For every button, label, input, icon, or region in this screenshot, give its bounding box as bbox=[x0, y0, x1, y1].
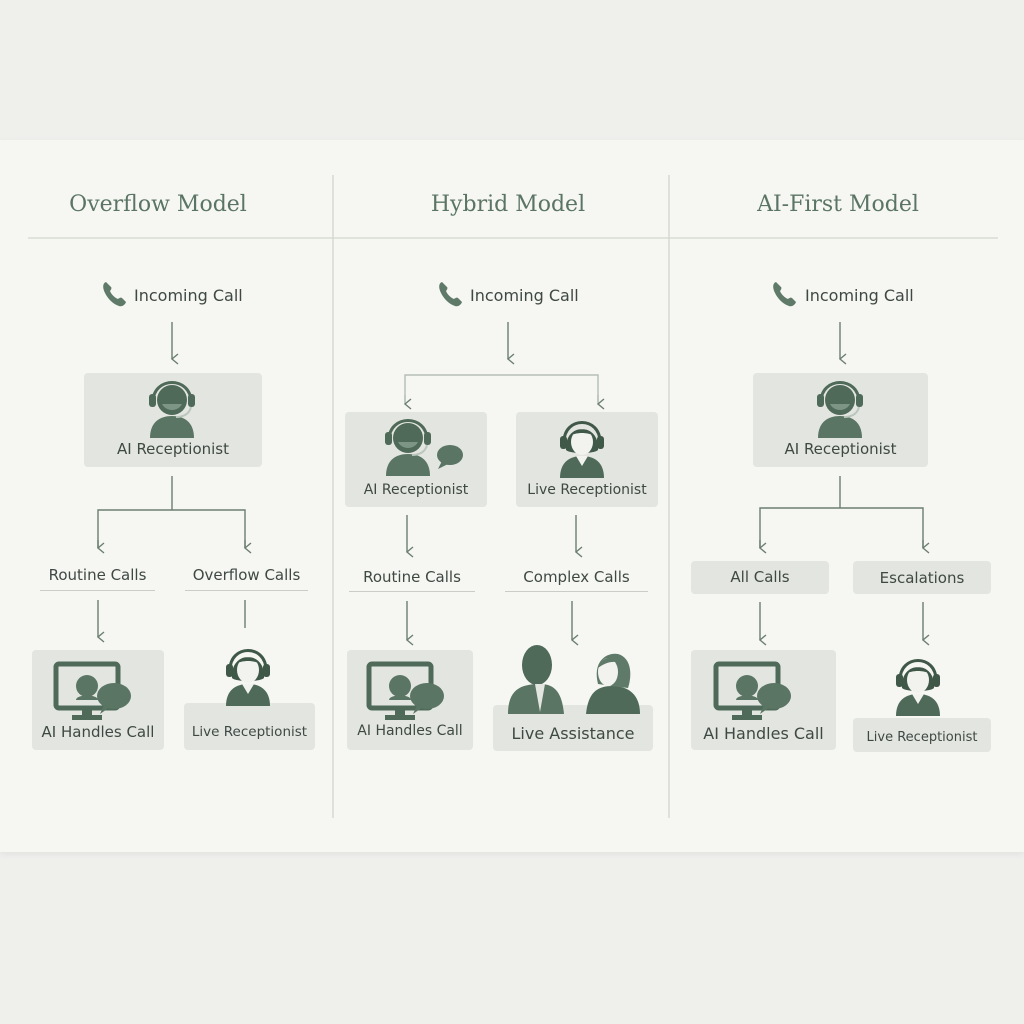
ai-receptionist-label: AI Receptionist bbox=[363, 482, 469, 498]
ai-headset-agent-icon bbox=[815, 381, 865, 440]
overflow-live-receptionist-box bbox=[184, 703, 315, 750]
incoming-call-label: Incoming Call bbox=[805, 286, 914, 305]
monitor-chat-icon bbox=[369, 664, 444, 720]
chat-bubble-icon bbox=[437, 445, 463, 469]
divider bbox=[40, 590, 155, 591]
complex-calls-label: Complex Calls bbox=[523, 568, 630, 586]
divider bbox=[505, 591, 648, 592]
monitor-chat-icon bbox=[716, 664, 791, 720]
phone-icon bbox=[439, 282, 462, 307]
live-receptionist-icon bbox=[894, 659, 942, 718]
live-receptionist-label: Live Receptionist bbox=[191, 724, 308, 740]
live-assistance-people-icon bbox=[508, 645, 640, 714]
column-title-overflow: Overflow Model bbox=[69, 192, 247, 217]
phone-icon bbox=[103, 282, 126, 307]
ai-handles-call-label: AI Handles Call bbox=[703, 724, 824, 743]
routine-calls-label: Routine Calls bbox=[48, 566, 147, 584]
phone-icon bbox=[773, 282, 796, 307]
live-receptionist-icon bbox=[224, 649, 272, 708]
overflow-calls-label: Overflow Calls bbox=[192, 566, 301, 584]
routine-calls-label: Routine Calls bbox=[363, 568, 461, 586]
live-receptionist-icon bbox=[558, 421, 606, 480]
incoming-call-label: Incoming Call bbox=[470, 286, 579, 305]
ai-receptionist-label: AI Receptionist bbox=[784, 440, 897, 458]
all-calls-label: All Calls bbox=[730, 568, 790, 586]
column-title-hybrid: Hybrid Model bbox=[430, 192, 586, 217]
ai-headset-agent-icon bbox=[383, 419, 433, 478]
ai-handles-call-label: AI Handles Call bbox=[41, 723, 155, 741]
ai-receptionist-label: AI Receptionist bbox=[116, 440, 230, 458]
aifirst-escalations-box bbox=[853, 561, 991, 594]
ai-handles-call-label: AI Handles Call bbox=[357, 723, 463, 739]
divider bbox=[185, 590, 308, 591]
column-title-ai-first: AI-First Model bbox=[757, 192, 919, 217]
divider bbox=[349, 591, 475, 592]
escalations-label: Escalations bbox=[879, 569, 965, 587]
live-assistance-label: Live Assistance bbox=[511, 724, 635, 743]
live-receptionist-label: Live Receptionist bbox=[527, 482, 647, 498]
monitor-chat-icon bbox=[56, 664, 131, 720]
aifirst-all-calls-box bbox=[691, 561, 829, 594]
ai-headset-agent-icon bbox=[147, 381, 197, 440]
incoming-call-label: Incoming Call bbox=[134, 286, 243, 305]
aifirst-live-receptionist-box bbox=[853, 718, 991, 752]
live-receptionist-label: Live Receptionist bbox=[866, 730, 978, 745]
